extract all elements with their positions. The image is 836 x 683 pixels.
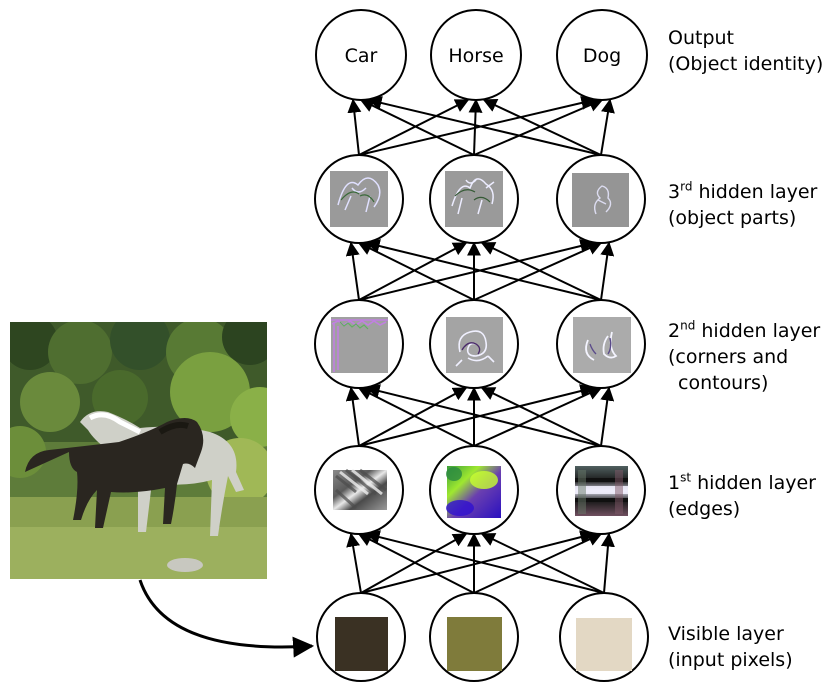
connection-edge [358, 387, 468, 447]
output-node-dog [556, 9, 648, 101]
contour-feature-1 [331, 317, 388, 373]
label-output-line1: Output [668, 27, 734, 49]
object-part-feature-3 [572, 173, 629, 227]
connection-edge [468, 98, 483, 156]
input-arrow [138, 579, 315, 658]
connection-edge [600, 241, 615, 301]
output-layer: Car Horse Dog [315, 9, 648, 101]
label-hidden1-line2: (edges) [668, 498, 741, 520]
label-hidden1-num: 1 [668, 472, 681, 494]
pixel-swatch-3 [576, 618, 632, 671]
connection-edge [367, 96, 602, 156]
connection-edge [365, 384, 602, 447]
connection-edge [347, 98, 362, 156]
hidden-layer-2 [314, 299, 646, 389]
connection-edge [360, 530, 595, 594]
input-photo [10, 322, 267, 579]
connection-edge [480, 242, 602, 301]
contour-feature-2 [446, 317, 503, 373]
visible-layer [316, 592, 649, 682]
connection-edge [358, 96, 596, 156]
label-hidden1: 1st hidden layer (edges) [668, 470, 816, 522]
label-output: Output (Object identity) [668, 25, 823, 77]
pixel-swatch-2 [447, 617, 502, 671]
connection-edge [480, 533, 605, 594]
connection-edge [358, 384, 595, 447]
label-hidden3-rest: hidden layer [692, 181, 818, 203]
label-hidden3-line2: (object parts) [668, 207, 797, 229]
connection-edge [473, 532, 603, 594]
output-node-label: Dog [583, 45, 621, 67]
connection-edge [365, 530, 605, 594]
hidden-layer-1 [314, 445, 646, 535]
label-hidden2-rest: hidden layer [695, 320, 821, 342]
connection-edge [358, 239, 595, 301]
label-hidden2-line3: contours) [678, 372, 769, 394]
label-output-line2: (Object identity) [668, 53, 824, 75]
label-visible: Visible layer (input pixels) [668, 621, 793, 673]
connection-edge [345, 241, 360, 301]
connection-edge [360, 533, 468, 594]
label-hidden2-line2: (corners and [668, 346, 789, 368]
label-hidden1-rest: hidden layer [691, 472, 816, 494]
connection-edge [600, 532, 615, 594]
hidden-layer-3 [314, 154, 646, 244]
connection-edge [358, 242, 468, 301]
label-hidden2: 2nd hidden layer (corners and contours) [668, 318, 820, 396]
connection-edge [346, 532, 362, 594]
label-hidden3-num: 3 [668, 181, 681, 203]
connection-edge [600, 98, 615, 156]
connection-edge [473, 98, 604, 156]
label-hidden2-num: 2 [668, 320, 681, 342]
label-hidden3: 3rd hidden layer (object parts) [668, 179, 817, 231]
pixel-swatch-1 [335, 617, 388, 671]
connection-edge [473, 241, 603, 301]
output-node-label: Horse [448, 45, 503, 67]
connection-edge [480, 387, 602, 447]
connection-edge [365, 239, 602, 301]
connection-edge [345, 386, 360, 447]
label-hidden1-sup: st [680, 470, 692, 485]
connection-edge [358, 99, 470, 156]
output-node-horse [430, 9, 522, 101]
connection-edge [359, 99, 475, 156]
label-hidden3-sup: rd [680, 179, 693, 194]
label-visible-line1: Visible layer [668, 623, 784, 645]
connection-edge [600, 386, 615, 447]
connection-edge [482, 99, 602, 156]
contour-feature-3 [573, 317, 631, 373]
output-node-car [315, 9, 407, 101]
label-hidden2-sup: nd [680, 318, 696, 333]
connection-edge [473, 386, 603, 447]
label-visible-line2: (input pixels) [668, 649, 793, 671]
output-node-label: Car [345, 45, 378, 67]
